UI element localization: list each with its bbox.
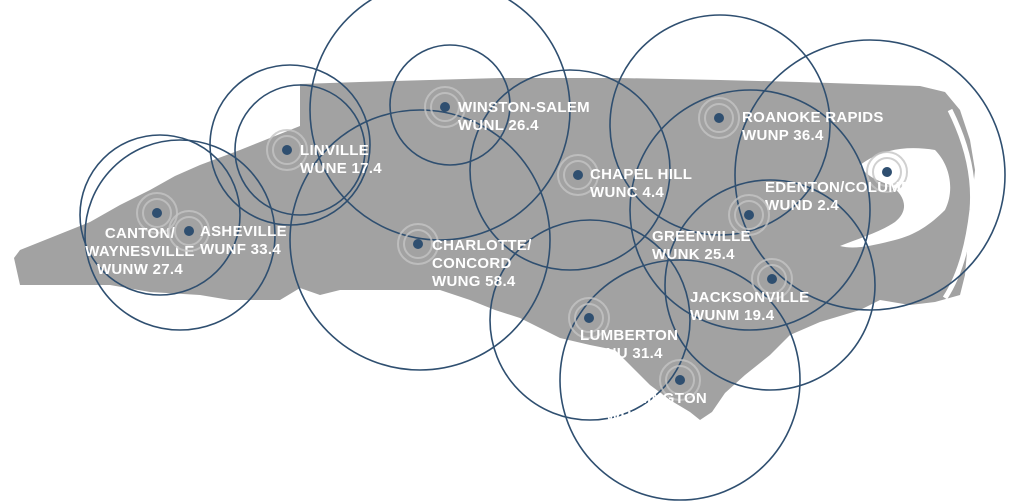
- station-marker-lumberton[interactable]: [584, 313, 594, 323]
- station-call-sign: WUNL 26.4: [458, 117, 539, 134]
- station-name: GREENVILLE: [652, 228, 751, 245]
- signal-ring-icon: [757, 264, 787, 294]
- coverage-circles: [79, 0, 1006, 501]
- station-name: CHARLOTTE/: [432, 237, 532, 254]
- signal-ring-icon: [272, 135, 302, 165]
- station-marker-asheville[interactable]: [184, 226, 194, 236]
- signal-ring-icon: [698, 97, 740, 139]
- signal-ring-icon: [866, 151, 908, 193]
- station-call-sign: WUNC 4.4: [590, 184, 664, 201]
- station-name: WAYNESVILLE: [85, 243, 194, 260]
- station-name: CANTON/: [105, 225, 176, 242]
- signal-ring-icon: [168, 210, 210, 252]
- signal-ring-icon: [403, 229, 433, 259]
- signal-ring-icon: [665, 365, 695, 395]
- signal-ring-icon: [574, 303, 604, 333]
- station-call-sign: WUNG 58.4: [432, 273, 516, 290]
- signal-ring-icon: [751, 258, 793, 300]
- station-marker-jacksonville[interactable]: [767, 274, 777, 284]
- signal-ring-icon: [659, 359, 701, 401]
- signal-ring-icon: [174, 216, 204, 246]
- station-name: JACKSONVILLE: [690, 289, 809, 306]
- station-call-sign: WUNK 25.4: [652, 246, 735, 263]
- coverage-circle-winston-salem: [309, 0, 571, 241]
- coverage-circle-linville: [234, 84, 366, 216]
- station-name: WINSTON-SALEM: [458, 99, 590, 116]
- coverage-circle-greenville: [629, 89, 871, 331]
- signal-ring-icon: [424, 86, 466, 128]
- coverage-circle-roanoke-rapids: [609, 14, 831, 236]
- station-call-sign: WUNJ 39.4: [606, 408, 687, 425]
- coverage-circle-linville: [209, 64, 371, 226]
- coverage-circle-asheville: [84, 139, 276, 331]
- station-name: EDENTON/COLUMBIA: [765, 179, 928, 196]
- station-marker-chapel-hill[interactable]: [573, 170, 583, 180]
- station-name: LINVILLE: [300, 142, 369, 159]
- station-name: ASHEVILLE: [200, 223, 287, 240]
- signal-ring-icon: [142, 198, 172, 228]
- coverage-circle-wilmington: [559, 259, 801, 501]
- signal-ring-icon: [136, 192, 178, 234]
- signal-ring-icon: [568, 297, 610, 339]
- signal-ring-icon: [430, 92, 460, 122]
- signal-ring-icon: [734, 200, 764, 230]
- station-call-sign: WUNU 31.4: [580, 345, 663, 362]
- station-marker-charlotte-concord[interactable]: [413, 239, 423, 249]
- station-call-sign: WUNW 27.4: [97, 261, 183, 278]
- station-name: ROANOKE RAPIDS: [742, 109, 884, 126]
- station-marker-linville[interactable]: [282, 145, 292, 155]
- signal-ring-icon: [872, 157, 902, 187]
- coverage-circle-charlotte-concord: [289, 109, 551, 371]
- station-name: CONCORD: [432, 255, 512, 272]
- signal-ring-icon: [563, 160, 593, 190]
- station-call-sign: WUNE 17.4: [300, 160, 382, 177]
- coverage-circle-jacksonville: [664, 179, 876, 391]
- coverage-circle-chapel-hill: [469, 69, 671, 271]
- station-call-sign: WUNF 33.4: [200, 241, 281, 258]
- signal-ring-icon: [728, 194, 770, 236]
- station-marker-winston-salem[interactable]: [440, 102, 450, 112]
- signal-ring-icon: [704, 103, 734, 133]
- station-marker-edenton-columbia[interactable]: [882, 167, 892, 177]
- signal-ring-icon: [266, 129, 308, 171]
- coverage-circle-winston-salem: [389, 44, 511, 166]
- outer-banks: [942, 108, 976, 300]
- station-name: CHAPEL HILL: [590, 166, 692, 183]
- station-marker-roanoke-rapids[interactable]: [714, 113, 724, 123]
- station-marker-greenville[interactable]: [744, 210, 754, 220]
- coverage-circle-canton: [79, 134, 241, 296]
- station-call-sign: WUNP 36.4: [742, 127, 824, 144]
- coverage-circle-edenton-columbia: [734, 39, 1006, 311]
- signal-ring-icon: [557, 154, 599, 196]
- station-call-sign: WUND 2.4: [765, 197, 839, 214]
- coverage-circle-lumberton: [489, 219, 691, 421]
- station-name: LUMBERTON: [580, 327, 678, 344]
- station-call-sign: WUNM 19.4: [690, 307, 775, 324]
- station-marker-wilmington[interactable]: [675, 375, 685, 385]
- station-name: WILMINGTON: [606, 390, 707, 407]
- station-marker-canton[interactable]: [152, 208, 162, 218]
- signal-ring-icon: [397, 223, 439, 265]
